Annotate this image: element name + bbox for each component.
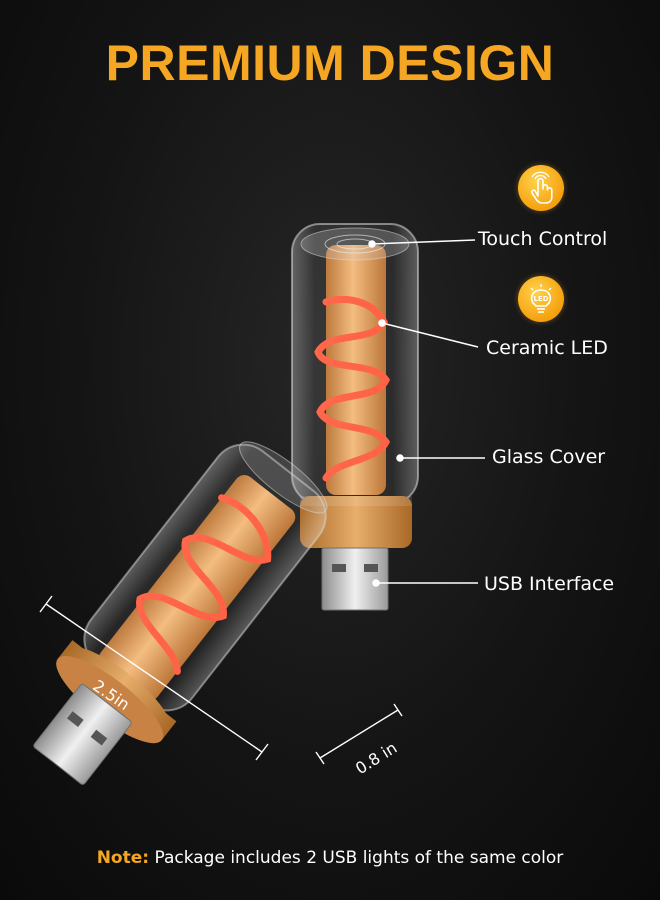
touch-badge — [518, 165, 564, 211]
base-ring — [300, 496, 412, 548]
lying-bulb — [33, 441, 328, 785]
callout-touch-control: Touch Control — [478, 228, 608, 250]
callout-usb-interface: USB Interface — [484, 573, 615, 595]
usb-plug — [321, 547, 389, 611]
upright-bulb — [291, 223, 419, 611]
note-text: Package includes 2 USB lights of the sam… — [149, 848, 564, 868]
callout-lines — [368, 239, 485, 587]
note-key: Note: — [96, 848, 150, 868]
callout-ceramic-led: Ceramic LED — [486, 337, 608, 359]
led-badge: LED — [518, 276, 564, 322]
callout-glass-cover: Glass Cover — [492, 446, 606, 468]
hand-pointer-icon — [531, 171, 553, 204]
led-badge-text: LED — [533, 295, 548, 303]
headline: PREMIUM DESIGN — [105, 35, 555, 91]
led-bulb-icon: LED — [530, 284, 552, 313]
package-note: Note: Package includes 2 USB lights of t… — [0, 848, 660, 868]
glass-tube — [291, 223, 419, 505]
touch-cap — [300, 227, 410, 261]
dimension-lines — [39, 595, 403, 765]
